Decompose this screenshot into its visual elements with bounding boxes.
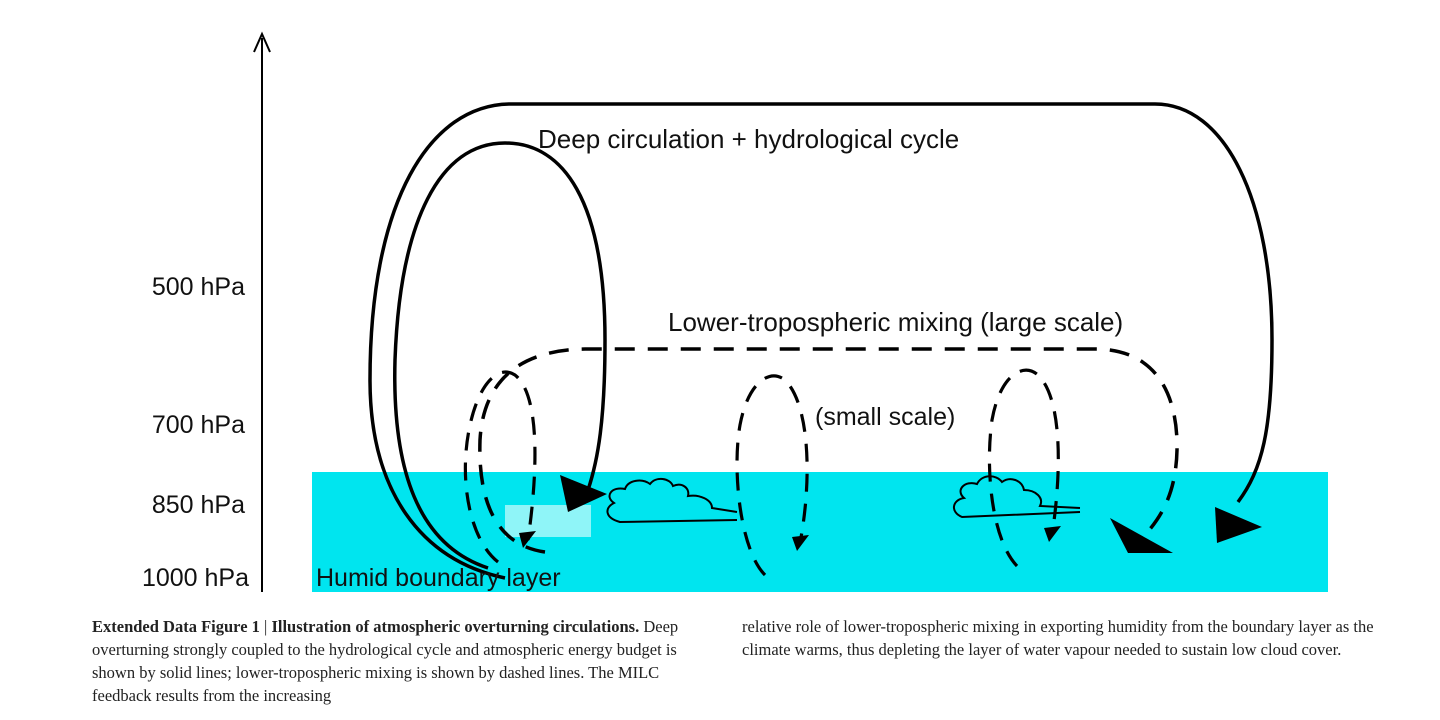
caption-body-left: Deep overturning strongly coupled to the… <box>92 617 679 705</box>
deep-circulation-inner-loop <box>393 141 607 570</box>
small-scale-loop-2-arrowhead <box>792 535 809 551</box>
deep-circulation-label: Deep circulation + hydrological cycle <box>538 124 959 154</box>
figure-caption-right: relative role of lower-tropospheric mixi… <box>742 615 1382 661</box>
lower-mixing-large-label: Lower-tropospheric mixing (large scale) <box>668 307 1123 337</box>
caption-body-right: relative role of lower-tropospheric mixi… <box>742 617 1374 659</box>
deep-circulation-arrowhead-right <box>1215 507 1262 543</box>
level-label-700: 700 hPa <box>152 411 245 439</box>
caption-separator: | <box>264 617 268 636</box>
lower-mixing-large-arrowhead <box>1110 518 1173 553</box>
level-label-1000: 1000 hPa <box>142 564 249 592</box>
boundary-layer-highlight <box>505 505 591 537</box>
figure-title: Illustration of atmospheric overturning … <box>271 617 640 636</box>
lower-mixing-large-loop <box>478 347 1179 554</box>
small-scale-loop-1 <box>463 370 537 564</box>
small-scale-loop-3-arrowhead <box>1044 526 1061 542</box>
level-label-850: 850 hPa <box>152 491 245 519</box>
small-scale-loop-1-arrowhead <box>519 531 536 548</box>
small-scale-loop-3 <box>987 368 1060 568</box>
deep-circulation-outer-loop <box>368 102 1274 580</box>
figure-caption-left: Extended Data Figure 1 | Illustration of… <box>92 615 722 707</box>
level-label-500: 500 hPa <box>152 273 245 301</box>
deep-circulation-arrowhead-left <box>560 475 607 512</box>
low-cloud-right <box>953 475 1081 519</box>
boundary-layer-label: Humid boundary layer <box>316 564 561 592</box>
low-cloud-left <box>606 478 738 524</box>
pressure-axis <box>253 31 271 592</box>
small-scale-loop-2 <box>735 374 809 577</box>
figure-label: Extended Data Figure 1 <box>92 617 260 636</box>
small-scale-label: (small scale) <box>815 403 955 431</box>
